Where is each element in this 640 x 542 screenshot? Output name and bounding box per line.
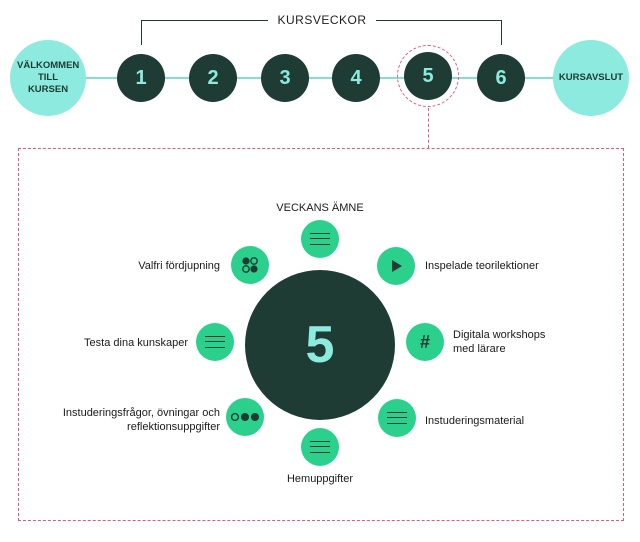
week-node-1[interactable]: 1	[117, 54, 165, 102]
questions-node[interactable]	[226, 398, 264, 436]
course-end-label: KURSAVSLUT	[558, 72, 624, 83]
workshops-label: Digitala workshops med lärare	[453, 329, 546, 355]
list-icon	[205, 336, 225, 348]
detail-connector	[428, 108, 429, 148]
workshops-node[interactable]: #	[406, 323, 444, 361]
shapes-icon	[242, 257, 258, 273]
homework-node[interactable]	[301, 428, 339, 466]
timeline-line	[40, 77, 600, 79]
week-node-2[interactable]: 2	[189, 54, 237, 102]
dots-icon	[231, 412, 259, 422]
highlight-ring	[397, 45, 459, 107]
questions-label: Instuderingsfrågor, övningar och reflekt…	[62, 407, 220, 433]
deepening-node[interactable]	[231, 246, 269, 284]
homework-label: Hemuppgifter	[286, 473, 354, 485]
hash-icon: #	[419, 332, 430, 352]
test-node[interactable]	[196, 323, 234, 361]
play-icon	[392, 260, 402, 272]
week-node-4[interactable]: 4	[332, 54, 380, 102]
material-label: Instuderingsmaterial	[425, 415, 525, 427]
list-icon	[310, 441, 330, 453]
course-start-label: VÄLKOMMEN TILL KURSEN	[17, 60, 80, 95]
test-label: Testa dina kunskaper	[84, 337, 188, 349]
lectures-node[interactable]	[377, 247, 415, 285]
weeks-bracket-label: KURSVECKOR	[268, 11, 376, 29]
week-node-3[interactable]: 3	[261, 54, 309, 102]
lectures-label: Inspelade teorilektioner	[425, 260, 539, 272]
material-node[interactable]	[378, 399, 416, 437]
week-center-number: 5	[245, 270, 395, 420]
topic-label: VECKANS ÄMNE	[276, 202, 364, 214]
list-icon	[310, 233, 330, 245]
week-detail-box	[18, 148, 624, 521]
course-end-node: KURSAVSLUT	[553, 40, 629, 116]
deepening-label: Valfri fördjupning	[138, 260, 220, 272]
course-start-node: VÄLKOMMEN TILL KURSEN	[10, 40, 86, 116]
topic-node[interactable]	[301, 220, 339, 258]
list-icon	[387, 412, 407, 424]
week-node-6[interactable]: 6	[477, 54, 525, 102]
